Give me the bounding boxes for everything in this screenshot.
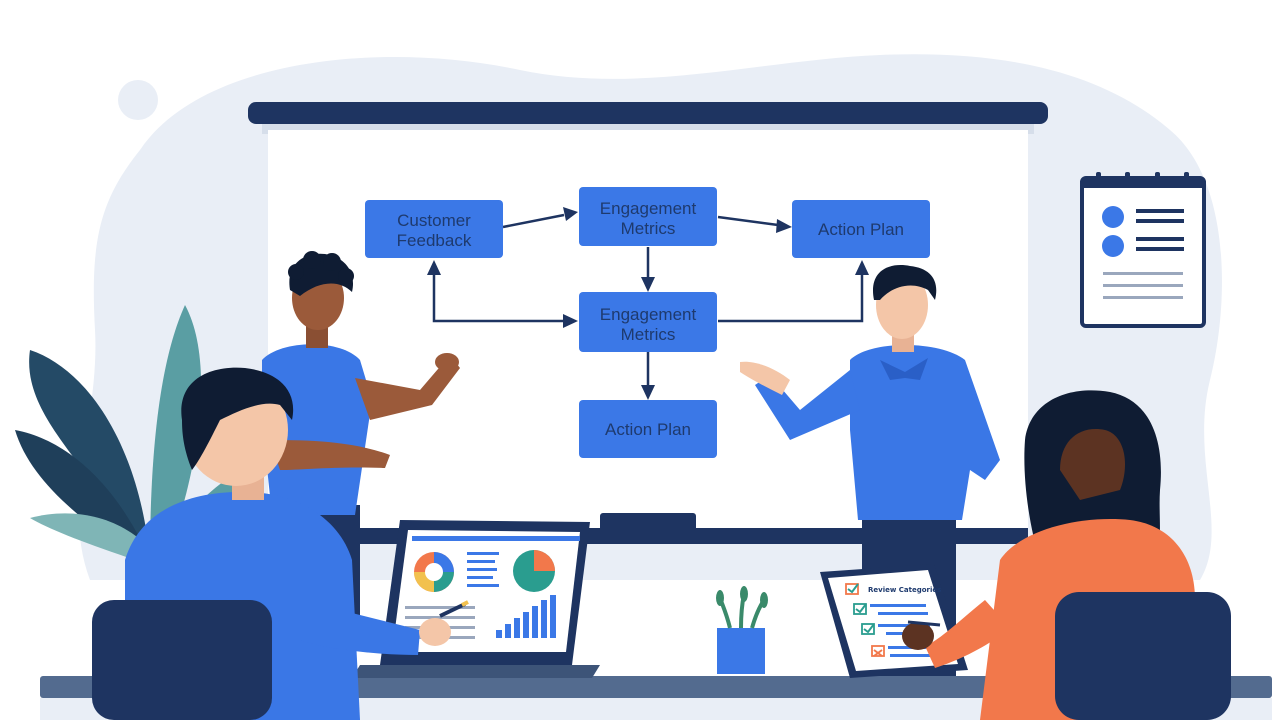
flow-node-action-plan-right: Action Plan (792, 200, 930, 258)
pencil-icon (907, 620, 941, 627)
flowchart-arrowheads (427, 207, 869, 400)
screen-shadow (262, 124, 1034, 134)
plant-icon (716, 586, 768, 674)
flow-node-action-plan-bottom: Action Plan (579, 400, 717, 458)
node-label-line: Action Plan (605, 420, 691, 439)
pie-chart-icon (513, 550, 555, 592)
bar-chart-icon (496, 595, 556, 638)
pie-chart-icon (414, 552, 454, 592)
bubble-right (1159, 364, 1191, 396)
bubble-left (118, 80, 158, 120)
tablet-heading: Review Categories (868, 586, 941, 594)
seated-woman (902, 390, 1231, 720)
node-label-line: Feedback (397, 231, 472, 250)
node-label-line: Customer (397, 211, 471, 230)
screen-handle (600, 513, 696, 531)
node-label-line: Metrics (621, 325, 676, 344)
list-lines (467, 552, 499, 587)
node-label-line: Action Plan (818, 220, 904, 239)
node-label-line: Engagement (600, 199, 697, 218)
seated-man (92, 367, 469, 720)
flow-node-customer-feedback: Customer Feedback (365, 200, 503, 258)
projector-bar (248, 102, 1048, 124)
calendar-icon (1080, 172, 1206, 328)
flow-node-engagement-metrics-center: Engagement Metrics (579, 292, 717, 352)
flowchart-connectors (432, 213, 864, 386)
node-label-line: Metrics (621, 219, 676, 238)
flow-node-engagement-metrics-top: Engagement Metrics (579, 187, 717, 246)
node-label-line: Engagement (600, 305, 697, 324)
pencil-icon (439, 600, 469, 618)
